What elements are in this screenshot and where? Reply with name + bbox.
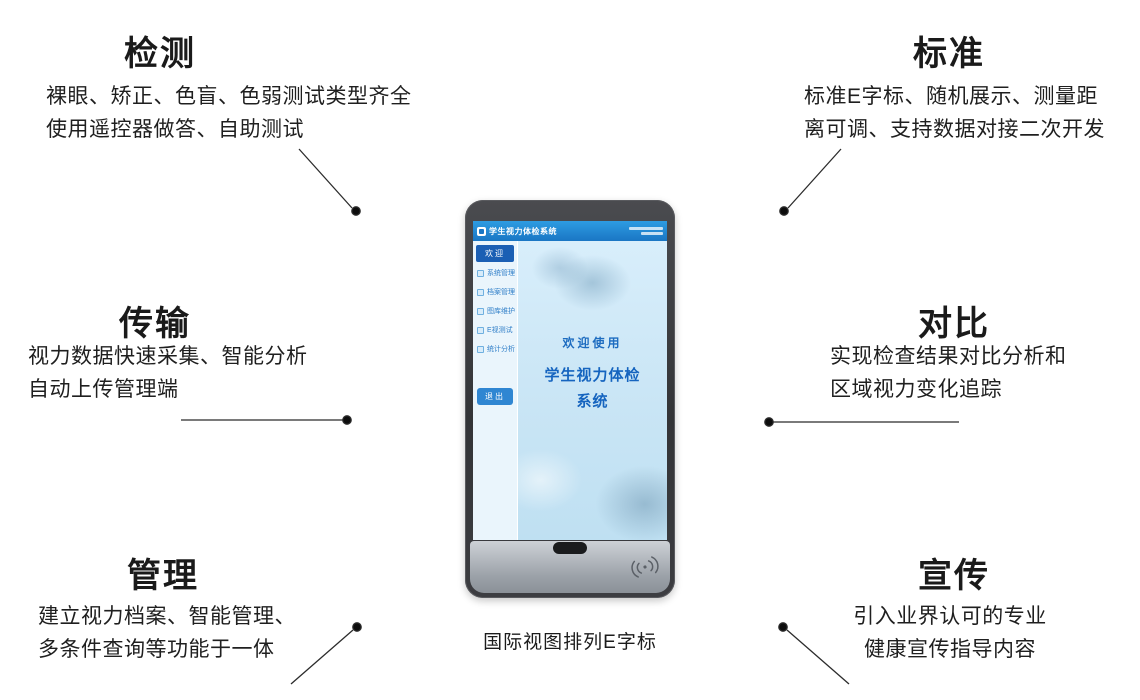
- connector-dot-promotion: [778, 622, 788, 632]
- connector-dot-detection: [351, 206, 361, 216]
- feature-standard-desc-line2: 离可调、支持数据对接二次开发: [804, 118, 1105, 141]
- connector-dot-comparison: [764, 417, 774, 427]
- feature-transmission-desc-line1: 视力数据快速采集、智能分析: [28, 345, 308, 368]
- sidebar-item-archive[interactable]: 档案管理: [476, 284, 515, 300]
- feature-promotion-title: 宣传: [918, 557, 990, 595]
- screen-system-name: 学生视力体检系统: [544, 367, 641, 410]
- sidebar-item-label: E视测试: [487, 327, 513, 334]
- feature-detection-desc-line1: 裸眼、矫正、色盲、色弱测试类型齐全: [46, 85, 412, 108]
- camera-notch: [553, 542, 587, 554]
- feature-comparison-desc-line1: 实现检查结果对比分析和: [830, 345, 1067, 368]
- connector-dot-management: [352, 622, 362, 632]
- feature-detection-title: 检测: [124, 35, 196, 73]
- connector-detection: [298, 148, 353, 209]
- exit-button[interactable]: 退出: [477, 388, 513, 405]
- sidebar-item-label: 图库维护: [487, 308, 515, 315]
- device-kiosk: 学生视力体检系统 欢迎 系统管理 档案管理: [465, 200, 675, 598]
- connector-standard: [787, 148, 842, 209]
- sidebar-item-welcome[interactable]: 欢迎: [476, 245, 514, 262]
- app-logo-icon: [477, 226, 486, 236]
- device-screen: 学生视力体检系统 欢迎 系统管理 档案管理: [473, 221, 667, 540]
- header-info-bar: [641, 232, 663, 235]
- feature-promotion-desc-line2: 健康宣传指导内容: [864, 638, 1036, 661]
- sidebar-item-label: 系统管理: [487, 270, 515, 277]
- connector-management: [290, 629, 354, 685]
- sidebar-item-analysis[interactable]: 统计分析: [476, 341, 515, 357]
- sidebar-item-gallery[interactable]: 图库维护: [476, 303, 515, 319]
- feature-management-desc-line1: 建立视力档案、智能管理、: [38, 605, 296, 628]
- connector-dot-standard: [779, 206, 789, 216]
- screen-sidebar: 欢迎 系统管理 档案管理 图库维护 E视测试: [473, 241, 518, 540]
- feature-promotion-desc-line1: 引入业界认可的专业: [853, 605, 1047, 628]
- feature-transmission-desc-line2: 自动上传管理端: [28, 378, 179, 401]
- header-info-bar: [629, 227, 663, 230]
- connector-dot-transmission: [342, 415, 352, 425]
- menu-icon: [477, 326, 484, 334]
- header-user-info: [629, 227, 663, 235]
- feature-detection-desc: 裸眼、矫正、色盲、色弱测试类型齐全 使用遥控器做答、自助测试: [46, 80, 412, 146]
- feature-transmission-title: 传输: [119, 305, 191, 343]
- screen-main-area: 欢迎使用 学生视力体检系统: [518, 241, 667, 540]
- feature-management-desc: 建立视力档案、智能管理、 多条件查询等功能于一体: [38, 600, 296, 666]
- device-caption: 国际视图排列E字标: [483, 632, 657, 653]
- feature-standard-desc-line1: 标准E字标、随机展示、测量距: [804, 85, 1099, 108]
- contactless-icon: [631, 556, 659, 578]
- feature-comparison-title: 对比: [918, 305, 990, 343]
- feature-standard-desc: 标准E字标、随机展示、测量距 离可调、支持数据对接二次开发: [804, 80, 1105, 146]
- feature-comparison-desc-line2: 区域视力变化追踪: [830, 378, 1002, 401]
- feature-management-desc-line2: 多条件查询等功能于一体: [38, 638, 275, 661]
- menu-icon: [477, 269, 484, 277]
- feature-comparison-desc: 实现检查结果对比分析和 区域视力变化追踪: [830, 340, 1067, 406]
- screen-body: 欢迎 系统管理 档案管理 图库维护 E视测试: [473, 241, 667, 540]
- screen-welcome-text: 欢迎使用: [562, 336, 623, 350]
- feature-detection-desc-line2: 使用遥控器做答、自助测试: [46, 118, 304, 141]
- screen-header: 学生视力体检系统: [473, 221, 667, 241]
- feature-standard-title: 标准: [913, 35, 985, 73]
- menu-icon: [477, 288, 484, 296]
- sidebar-item-system[interactable]: 系统管理: [476, 265, 515, 281]
- device-chin: [470, 541, 670, 593]
- screen-header-title: 学生视力体检系统: [489, 226, 557, 236]
- menu-icon: [477, 307, 484, 315]
- menu-icon: [477, 345, 484, 353]
- sidebar-item-label: 档案管理: [487, 289, 515, 296]
- feature-promotion-desc: 引入业界认可的专业 健康宣传指导内容: [818, 600, 1082, 666]
- sidebar-item-etest[interactable]: E视测试: [476, 322, 514, 338]
- sidebar-item-label: 统计分析: [487, 346, 515, 353]
- feature-management-title: 管理: [127, 557, 199, 595]
- feature-transmission-desc: 视力数据快速采集、智能分析 自动上传管理端: [28, 340, 308, 406]
